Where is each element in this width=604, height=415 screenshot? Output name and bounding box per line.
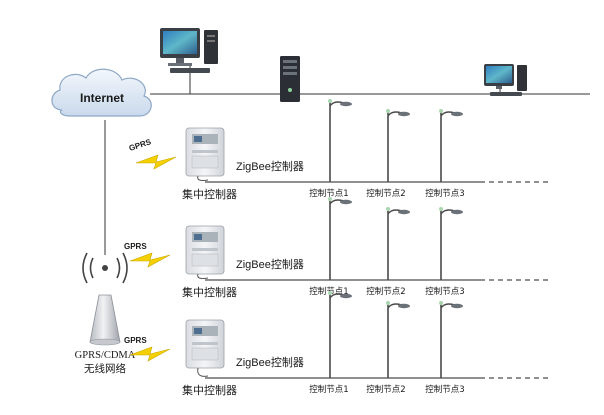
zigbee-controller-label: ZigBee控制器 xyxy=(236,355,304,369)
signal-waves-icon xyxy=(82,252,128,284)
control-node-label: 控制节点1 xyxy=(309,384,348,395)
street-lamp-icon xyxy=(439,301,463,378)
desktop-computer-right xyxy=(484,64,527,96)
tower-label-line2: 无线网络 xyxy=(84,362,126,375)
gprs-label: GPRS xyxy=(124,336,147,345)
control-node-label: 控制节点3 xyxy=(425,286,464,297)
gprs-label: GPRS xyxy=(124,242,147,251)
internet-cloud: Internet xyxy=(51,68,152,117)
gprs-label: GPRS xyxy=(128,137,153,153)
concentrator-device xyxy=(185,319,225,377)
street-lamp-icon xyxy=(386,301,410,378)
concentrator-label: 集中控制器 xyxy=(182,383,237,397)
zigbee-controller-label: ZigBee控制器 xyxy=(236,159,304,173)
control-node-label: 控制节点2 xyxy=(366,384,405,395)
control-node-label: 控制节点2 xyxy=(366,286,405,297)
lightning-icon xyxy=(135,154,177,170)
street-lamp-icon xyxy=(328,197,352,280)
server-tower xyxy=(280,56,300,102)
zigbee-controller-label: ZigBee控制器 xyxy=(236,257,304,271)
cellular-tower: GPRS/CDMA 无线网络 xyxy=(75,252,136,375)
internet-label: Internet xyxy=(80,91,124,105)
concentrator-device xyxy=(185,127,225,181)
street-lamp-icon xyxy=(386,109,410,182)
lightning-icon xyxy=(129,252,171,268)
street-lamp-icon xyxy=(439,109,463,182)
street-lamp-icon xyxy=(439,207,463,280)
desktop-computer-top xyxy=(160,28,218,73)
control-node-label: 控制节点1 xyxy=(309,188,348,199)
control-node-label: 控制节点2 xyxy=(366,188,405,199)
tower-label-line1: GPRS/CDMA xyxy=(75,350,136,361)
concentrator-label: 集中控制器 xyxy=(182,285,237,299)
control-node-label: 控制节点3 xyxy=(425,188,464,199)
street-lamp-icon xyxy=(328,291,352,378)
street-lamp-icon xyxy=(328,99,352,182)
control-node-label: 控制节点3 xyxy=(425,384,464,395)
lightning-icon xyxy=(129,346,171,362)
concentrator-device xyxy=(185,225,225,279)
street-lamp-icon xyxy=(386,207,410,280)
concentrator-label: 集中控制器 xyxy=(182,187,237,201)
